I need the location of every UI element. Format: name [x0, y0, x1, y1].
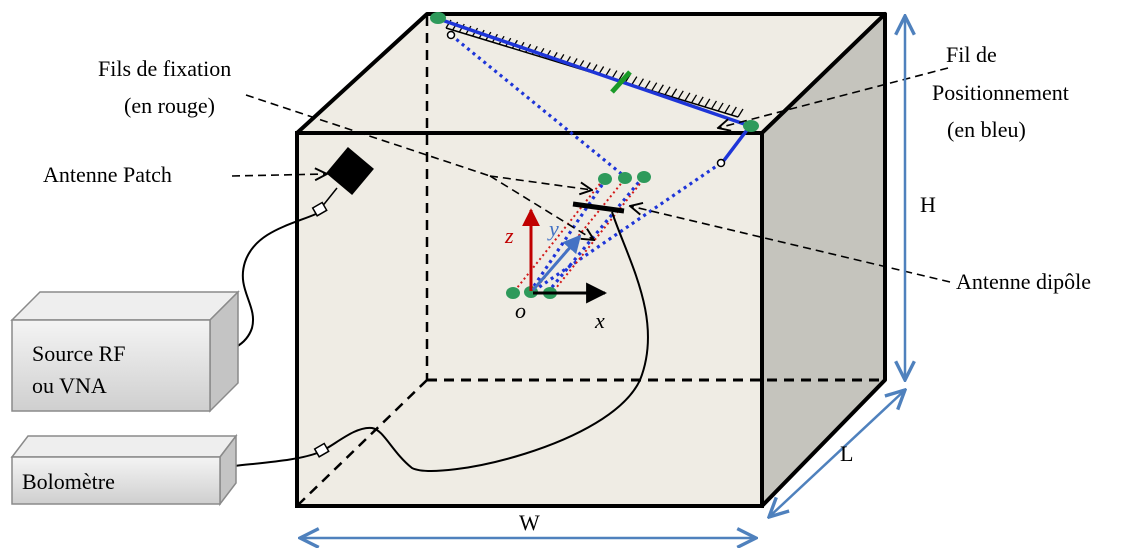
rail-hatch-mark: [671, 88, 678, 98]
leader-fixation-c: [489, 175, 592, 190]
leader-patch: [231, 174, 327, 176]
dim-l-arrow: [769, 390, 905, 517]
patch-antenna: [216, 147, 374, 353]
node-top-right: [743, 120, 759, 132]
dim-l-label: L: [840, 441, 853, 466]
dim-w-label: W: [519, 510, 540, 535]
source-rf-box: Source RF ou VNA: [10, 290, 240, 413]
rail-hatch-mark: [690, 94, 698, 104]
node-floor-1: [506, 287, 520, 299]
rail-hatch-mark: [717, 102, 724, 112]
chamber-front-face: [295, 131, 764, 508]
dimension-arrows: [300, 16, 905, 538]
rail-hatch-mark: [651, 82, 658, 92]
source-label-line1: Source RF: [32, 341, 126, 366]
bolometer-connector: [313, 442, 330, 458]
rail-hatch-mark: [737, 108, 744, 118]
rail-hatch-mark: [704, 98, 711, 108]
rail-hatch-mark: [697, 96, 704, 106]
dim-h-label: H: [920, 192, 936, 217]
leader-fixation-a: [245, 94, 491, 177]
rail-hatch-mark: [631, 76, 638, 85]
rail-hatch-mark: [644, 80, 651, 90]
pulley-right: [716, 158, 726, 168]
green-slider-marker: [610, 70, 632, 94]
rail-hatch-mark: [677, 90, 684, 100]
fil-positionnement-label-line3: (en bleu): [947, 117, 1026, 142]
rail-hatch-mark: [637, 78, 645, 88]
bolometre-box: Bolomètre: [10, 433, 238, 507]
axis-y-arrow: [531, 234, 582, 291]
node-dipole-3: [637, 171, 651, 183]
dipole-antenna: [572, 201, 625, 214]
origin-label: o: [515, 298, 526, 323]
blue-positioning-wire: [435, 16, 752, 165]
rail-hatch-mark: [684, 92, 691, 102]
antenne-dipole-label: Antenne dipôle: [956, 269, 1091, 294]
wire-nodes: [430, 12, 759, 299]
source-label-line2: ou VNA: [32, 373, 107, 398]
coordinate-axes: z y x o: [504, 208, 608, 333]
pulley-top-left: [446, 30, 456, 40]
axis-y-label: y: [547, 216, 559, 241]
leader-fixation-b: [489, 175, 594, 240]
patch-connector: [311, 201, 328, 217]
node-dipole-1: [598, 173, 612, 185]
axis-z-label: z: [504, 223, 514, 248]
rail-hatch-mark: [710, 100, 718, 110]
node-top-left: [430, 12, 446, 24]
fils-fixation-label-line1: Fils de fixation: [98, 56, 231, 81]
bolometre-label: Bolomètre: [22, 469, 115, 494]
rail-hatch-mark: [657, 84, 664, 94]
patch-cable: [216, 213, 317, 353]
axis-x-label: x: [594, 308, 605, 333]
fil-positionnement-label-line1: Fil de: [946, 42, 997, 67]
fils-fixation-label-line2: (en rouge): [124, 93, 215, 118]
anechoic-chamber: [295, 12, 887, 508]
rail-hatch-mark: [724, 104, 731, 114]
hidden-edge-diagonal: [298, 379, 428, 505]
rail-hatch-mark: [664, 86, 671, 96]
node-dipole-2: [618, 172, 632, 184]
blue-dotted-wires: [449, 33, 722, 294]
antenne-patch-label: Antenne Patch: [43, 162, 172, 187]
fil-positionnement-label-line2: Positionnement: [932, 80, 1069, 105]
rail-hatch-mark: [730, 106, 737, 116]
